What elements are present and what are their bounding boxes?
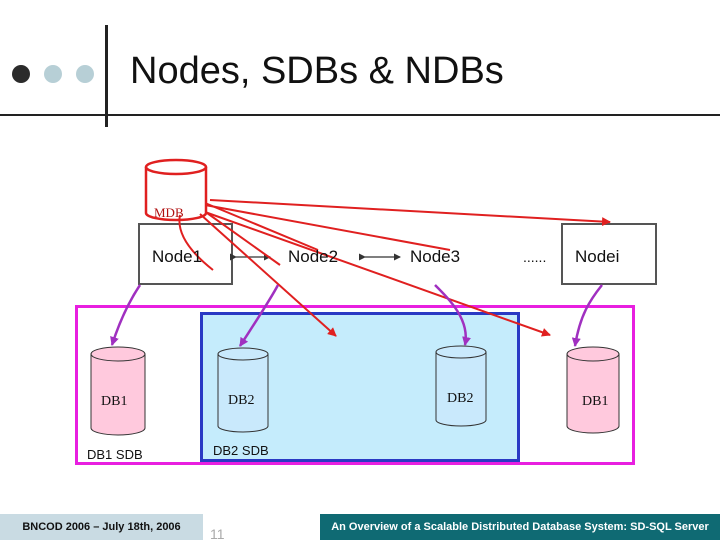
db2-right-label: DB2 xyxy=(447,391,474,406)
node-ellipsis-label: ...... xyxy=(523,249,547,265)
mdb-arrows xyxy=(178,199,611,337)
db1-cylinder-right xyxy=(566,346,620,434)
db1-cylinder-left xyxy=(90,346,146,436)
page-number: 11 xyxy=(210,526,225,542)
bullet-dot-dark-icon xyxy=(12,65,30,83)
node3-label: Node3 xyxy=(410,247,461,266)
footer-conference: BNCOD 2006 – July 18th, 2006 xyxy=(0,514,203,540)
db-arrows xyxy=(110,284,603,347)
title-divider-vertical xyxy=(105,25,108,127)
db1-sdb-region xyxy=(75,305,635,465)
mdb-label: MDB xyxy=(154,205,184,220)
footer-presentation-title: An Overview of a Scalable Distributed Da… xyxy=(320,514,720,540)
node2-label: Node2 xyxy=(288,247,339,266)
db2-cylinder-left xyxy=(217,347,269,433)
node1-box xyxy=(138,223,233,285)
bullet-dot-light-icon xyxy=(44,65,62,83)
db2-cylinder-right xyxy=(435,345,487,427)
page-title: Nodes, SDBs & NDBs xyxy=(130,50,504,92)
title-divider-horizontal xyxy=(0,114,720,116)
node1-label: Node1 xyxy=(152,247,203,266)
mdb-cylinder xyxy=(144,158,208,222)
nodei-label: Nodei xyxy=(575,247,620,266)
db2-sdb-label: DB2 SDB xyxy=(213,443,269,458)
db1-sdb-label: DB1 SDB xyxy=(87,447,143,462)
db1-left-label: DB1 xyxy=(101,394,128,409)
db1-right-label: DB1 xyxy=(582,394,609,409)
bullet-dot-light-icon xyxy=(76,65,94,83)
db2-left-label: DB2 xyxy=(228,393,255,408)
